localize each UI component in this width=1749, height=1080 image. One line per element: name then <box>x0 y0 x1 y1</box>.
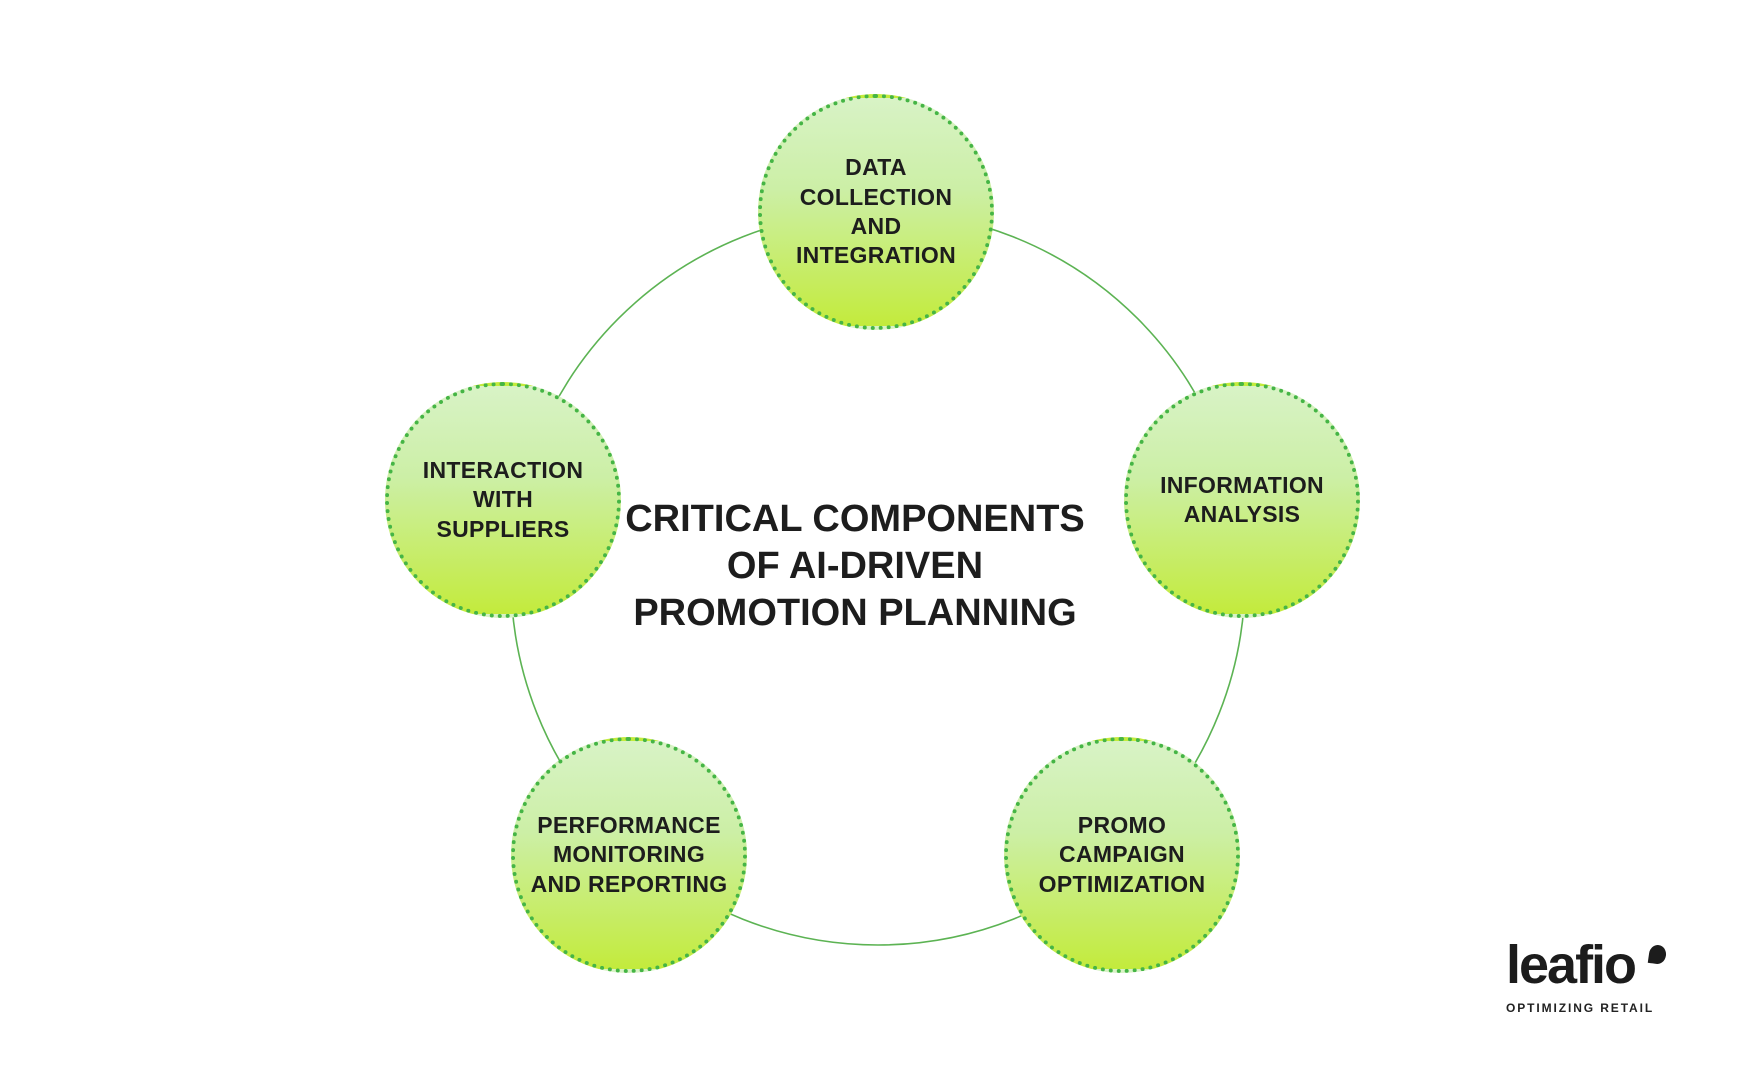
leafio-logo: leafio OPTIMIZING RETAIL <box>1506 938 1686 1015</box>
node-performance-monitoring-and-reporting: PERFORMANCE MONITORING AND REPORTING <box>511 737 747 973</box>
node-information-analysis: INFORMATION ANALYSIS <box>1124 382 1360 618</box>
logo-wordmark: leafio <box>1506 935 1637 995</box>
node-promo-campaign-optimization: PROMO CAMPAIGN OPTIMIZATION <box>1004 737 1240 973</box>
node-label: PROMO CAMPAIGN OPTIMIZATION <box>1038 811 1206 897</box>
logo-tagline: OPTIMIZING RETAIL <box>1506 1001 1655 1015</box>
node-label: DATA COLLECTION AND INTEGRATION <box>795 154 957 269</box>
diagram-title: CRITICAL COMPONENTS OF AI-DRIVEN PROMOTI… <box>625 498 1085 635</box>
leaf-icon <box>1647 943 1668 966</box>
node-interaction-with-suppliers: INTERACTION WITH SUPPLIERS <box>385 382 621 618</box>
node-label: INFORMATION ANALYSIS <box>1160 471 1324 527</box>
node-data-collection-and-integration: DATA COLLECTION AND INTEGRATION <box>758 94 994 330</box>
node-label: INTERACTION WITH SUPPLIERS <box>422 456 584 542</box>
node-label: PERFORMANCE MONITORING AND REPORTING <box>530 811 728 897</box>
